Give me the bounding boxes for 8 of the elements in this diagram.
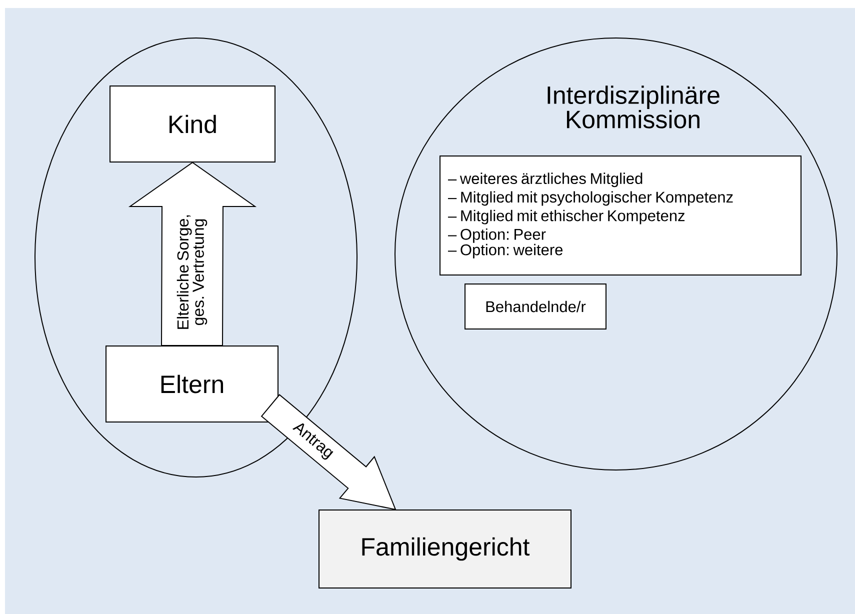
person-box: Kind — [110, 86, 276, 162]
member-list-box: – weiteres ärztliches Mitglied – Mitglied mit psychologischer Kompetenz – Mitglied mit ethischer Kompetenz – Option: Peer – Option: weitere — [440, 156, 802, 276]
ellipse — [34, 38, 358, 478]
person-box: Behandelnde/r — [464, 284, 606, 330]
edge-label: Elterliche Sorge, ges. Vertretung — [176, 215, 208, 329]
court-box: Familiengericht — [318, 510, 572, 588]
person-box: Eltern — [106, 346, 278, 422]
block-arrow — [128, 162, 257, 346]
